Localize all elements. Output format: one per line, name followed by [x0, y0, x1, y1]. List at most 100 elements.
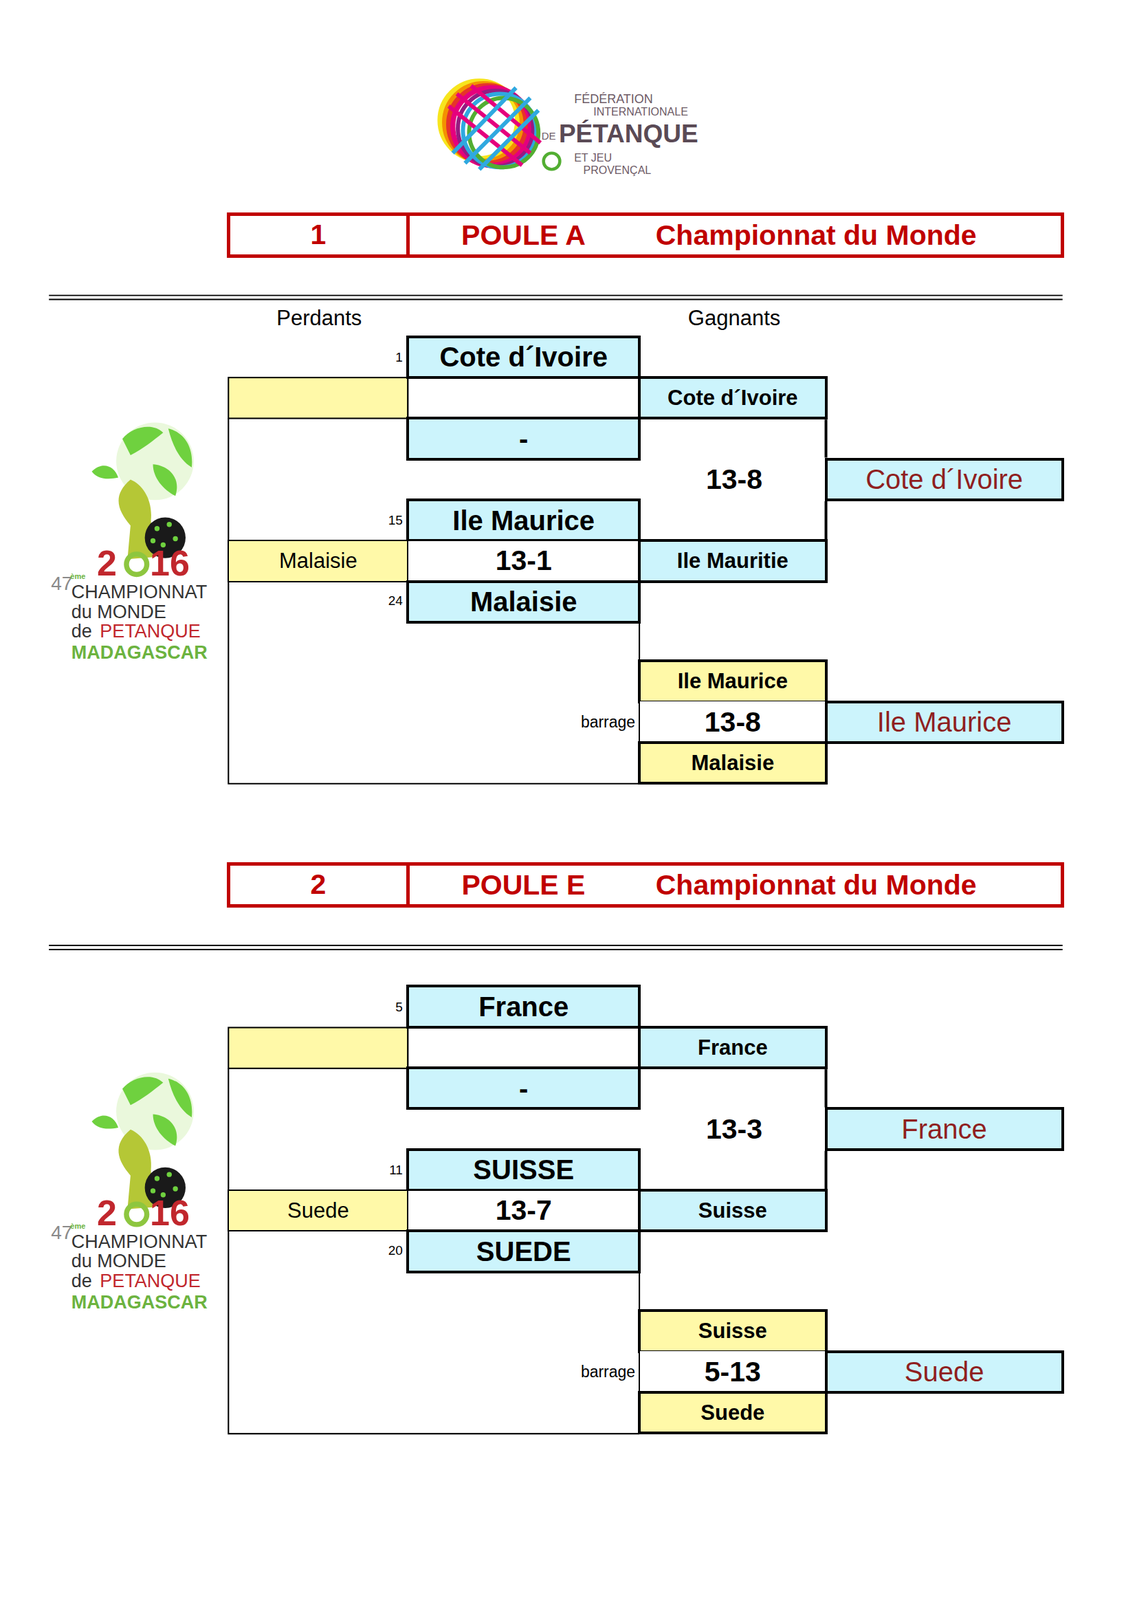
- team-text: France: [478, 992, 569, 1021]
- team-text: 1: [310, 220, 326, 249]
- logo-text: de: [71, 622, 93, 641]
- team-text: Malaisie: [279, 549, 358, 572]
- winner-box: Suisse: [637, 1188, 827, 1232]
- team-text: SUISSE: [472, 1155, 574, 1184]
- logo-text: CHAMPIONNAT: [71, 582, 208, 602]
- logo-text: PÉTANQUE: [558, 120, 699, 147]
- column-heading: Perdants: [276, 307, 362, 329]
- team-text: Ile Maurice: [877, 708, 1012, 736]
- match-score: 13-8: [705, 465, 763, 494]
- logo-text: INTERNATIONALE: [593, 106, 689, 118]
- logo-year: 16: [149, 545, 190, 581]
- team-text: Suede: [287, 1199, 350, 1221]
- pool-title-text: POULE A: [461, 220, 586, 249]
- ball-dot: [167, 521, 172, 527]
- logo-year: 16: [149, 1194, 190, 1231]
- logo-text: MADAGASCAR: [71, 1293, 208, 1312]
- pool-title-cell: POULE A Championnat du Monde: [409, 212, 1065, 258]
- team-box: SUEDE: [406, 1229, 641, 1273]
- team-text: Ile Mauritie: [677, 549, 789, 572]
- team-text: Ile Maurice: [677, 670, 788, 692]
- team-text: 13-8: [704, 708, 761, 737]
- logo-stripes: [453, 87, 539, 170]
- team-text: France: [901, 1115, 988, 1143]
- logo-text: PETANQUE: [99, 1271, 201, 1291]
- logo-text: PETANQUE: [99, 622, 201, 641]
- team-text: Cote d´Ivoire: [667, 387, 798, 409]
- column-heading: Gagnants: [688, 307, 781, 329]
- pool-number-cell: 2: [226, 862, 410, 908]
- logo-text: ème: [70, 572, 86, 581]
- bracket-connector: [824, 419, 828, 458]
- pool-title-cell: POULE E Championnat du Monde: [409, 862, 1065, 908]
- logo-text: MADAGASCAR: [71, 643, 208, 662]
- barrage-label: barrage: [580, 714, 636, 731]
- bracket-connector: [824, 1150, 828, 1189]
- team-text: 13-1: [495, 546, 553, 575]
- logo-text: ET JEU: [573, 152, 612, 164]
- barrage-team-box: Malaisie: [637, 741, 827, 785]
- barrage-team-box: Suede: [637, 1390, 827, 1434]
- logo-text: CHAMPIONNAT: [71, 1232, 208, 1252]
- team-text: 5-13: [704, 1357, 761, 1386]
- pool-frame: [48, 295, 1063, 784]
- score-box: 13-1: [406, 539, 640, 582]
- team-text: France: [697, 1036, 768, 1058]
- team-box: -: [406, 1066, 641, 1110]
- team-text: Malaisie: [691, 752, 775, 774]
- year-zero-ring: [126, 554, 148, 575]
- team-text: Suisse: [698, 1319, 768, 1342]
- loser-box: Malaisie: [227, 539, 409, 582]
- loser-box: Suede: [227, 1189, 409, 1232]
- logo-text: FÉDÉRATION: [573, 92, 654, 106]
- logo-text: DE: [541, 130, 557, 141]
- pool-frame: [48, 945, 1063, 1434]
- team-box: SUISSE: [406, 1147, 641, 1192]
- seed-number: 1: [395, 350, 403, 364]
- logo-text: du MONDE: [71, 1251, 167, 1271]
- qualified-box: France: [824, 1106, 1065, 1151]
- logo-text: 47: [50, 1222, 73, 1243]
- team-box: Cote d´Ivoire: [406, 335, 641, 379]
- empty-score-box: [407, 377, 640, 418]
- ball-dot: [150, 538, 156, 544]
- ball-dot: [172, 536, 178, 542]
- logo-text: PROVENÇAL: [583, 164, 652, 176]
- globe-land: [92, 426, 193, 496]
- empty-loser-box: [228, 377, 408, 418]
- logo-text: ème: [70, 1222, 86, 1230]
- winner-box: Ile Mauritie: [637, 538, 827, 583]
- barrage-label: barrage: [580, 1363, 636, 1380]
- team-text: Suede: [700, 1401, 765, 1423]
- separator-line: [48, 299, 1063, 301]
- team-text: 2: [310, 870, 326, 899]
- match-score: 13-3: [705, 1115, 763, 1144]
- team-box: Malaisie: [406, 580, 641, 624]
- logo-text: 47: [50, 573, 73, 594]
- pool-title-text: Championnat du Monde: [655, 870, 977, 899]
- logo-jack: [543, 153, 561, 170]
- seed-number: 11: [389, 1163, 403, 1177]
- team-text: Suede: [904, 1357, 985, 1386]
- qualified-box: Suede: [824, 1350, 1065, 1394]
- barrage-team-box: Ile Maurice: [637, 659, 827, 703]
- seed-number: 24: [388, 593, 403, 607]
- seed-number: 5: [395, 1000, 403, 1014]
- team-text: -: [519, 424, 528, 453]
- qualified-box: Ile Maurice: [824, 700, 1065, 744]
- winner-box: France: [637, 1025, 827, 1069]
- logo-text: du MONDE: [71, 602, 167, 622]
- pool-title-text: POULE E: [461, 870, 585, 899]
- barrage-team-box: Suisse: [637, 1308, 827, 1353]
- team-text: Malaisie: [470, 587, 578, 616]
- team-text: Cote d´Ivoire: [439, 343, 607, 371]
- seed-number: 15: [388, 513, 403, 527]
- ball-dot: [154, 525, 160, 531]
- barrage-score-box: 13-8: [638, 701, 827, 744]
- pool-number-cell: 1: [226, 212, 410, 258]
- qualified-box: Cote d´Ivoire: [824, 457, 1065, 502]
- federation-logo: [440, 81, 561, 170]
- logo-year: 2: [96, 1194, 117, 1231]
- team-text: Ile Maurice: [452, 506, 595, 535]
- pool-title-text: Championnat du Monde: [655, 220, 977, 249]
